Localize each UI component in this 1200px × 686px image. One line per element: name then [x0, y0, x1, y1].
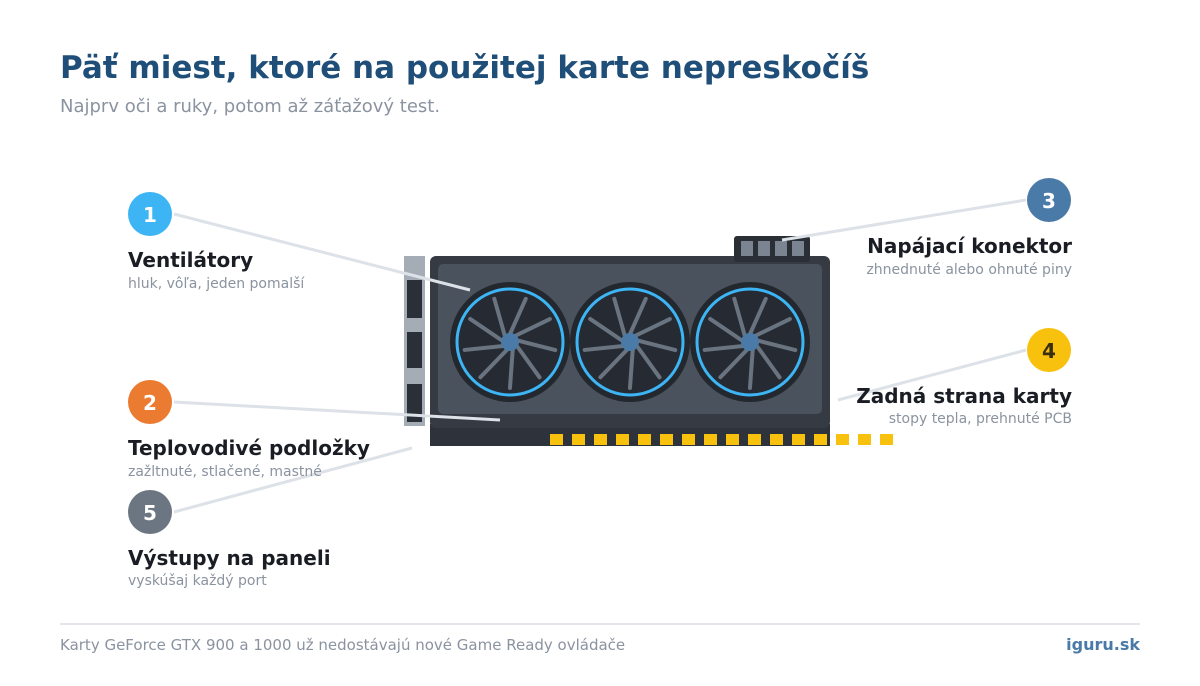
leader-line-1	[173, 212, 471, 292]
svg-text:1: 1	[143, 203, 157, 227]
footer-divider	[60, 623, 1140, 625]
page-subtitle: Najprv oči a ruky, potom až záťažový tes…	[60, 96, 441, 117]
brand-link[interactable]: iguru.sk	[1066, 635, 1140, 654]
leader-line-5	[173, 446, 413, 514]
leader-line-3	[781, 198, 1027, 242]
badge-2: 2	[128, 380, 172, 424]
page-title: Päť miest, ktoré na použitej karte nepre…	[60, 50, 870, 86]
callout-desc-fans: hluk, vôľa, jeden pomalší	[128, 276, 305, 292]
callout-desc-power-connector: zhnednuté alebo ohnuté piny	[866, 262, 1072, 278]
badge-4: 4	[1027, 328, 1071, 372]
callout-title-backplate: Zadná strana karty	[856, 384, 1072, 408]
callout-desc-outputs: vyskúšaj každý port	[128, 573, 267, 589]
pcie-connector	[550, 434, 893, 445]
callout-title-fans: Ventilátory	[128, 248, 254, 272]
callout-desc-thermal-pads: zažltnuté, stlačené, mastné	[128, 464, 322, 480]
callout-title-power-connector: Napájací konektor	[867, 234, 1072, 258]
fan-2	[570, 282, 690, 402]
svg-text:3: 3	[1042, 189, 1056, 213]
badge-3: 3	[1027, 178, 1071, 222]
svg-text:4: 4	[1042, 339, 1056, 363]
leader-line-4	[837, 348, 1027, 402]
callout-title-thermal-pads: Teplovodivé podložky	[128, 436, 370, 460]
svg-text:5: 5	[143, 501, 157, 525]
badge-5: 5	[128, 490, 172, 534]
callout-desc-backplate: stopy tepla, prehnuté PCB	[888, 411, 1072, 427]
fan-1	[450, 282, 570, 402]
callout-title-outputs: Výstupy na paneli	[128, 546, 331, 570]
leader-line-2	[173, 400, 501, 422]
svg-text:2: 2	[143, 391, 157, 415]
fan-3	[690, 282, 810, 402]
power-connector	[734, 236, 810, 262]
io-bracket	[404, 256, 425, 426]
footer-note: Karty GeForce GTX 900 a 1000 už nedostáv…	[60, 636, 626, 654]
badge-1: 1	[128, 192, 172, 236]
